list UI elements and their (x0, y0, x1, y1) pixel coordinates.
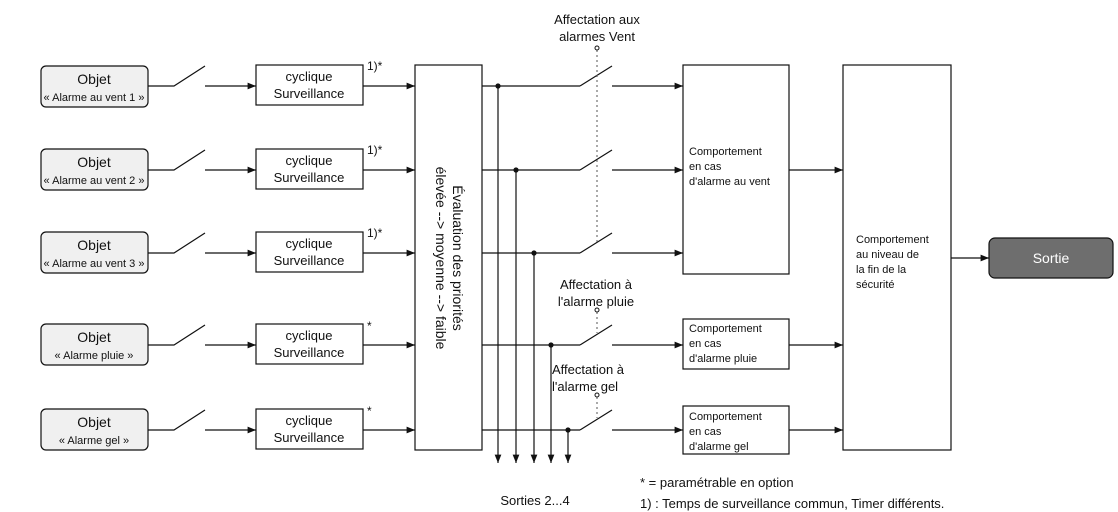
object-box: Objet « Alarme gel » (40, 408, 149, 451)
object-box: Objet « Alarme au vent 1 » (40, 65, 149, 108)
object-box: Objet « Alarme au vent 3 » (40, 231, 149, 274)
outputs-note: Sorties 2...4 (500, 493, 569, 508)
footnote-mark: 1)* (367, 226, 383, 240)
object-box: Objet « Alarme pluie » (40, 323, 149, 366)
assignment-rain-label: Affectation à l'alarme pluie (558, 277, 634, 309)
footnote-optional: * = paramétrable en option (640, 475, 794, 490)
footnote-mark: 1)* (367, 143, 383, 157)
svg-text:Affectation à: Affectation à (552, 362, 625, 377)
svg-text:en cas: en cas (689, 338, 722, 350)
priority-title: Évaluation des priorités (450, 185, 466, 331)
svg-text:alarmes Vent: alarmes Vent (559, 29, 635, 44)
assignment-switches (579, 45, 683, 434)
svg-text:Comportement: Comportement (856, 234, 929, 246)
object-name: « Alarme au vent 3 » (44, 258, 145, 270)
priority-evaluation-box: Évaluation des priorités élevée --> moye… (414, 64, 483, 451)
assignment-wind-label: Affectation aux alarmes Vent (554, 12, 640, 44)
monitor-line2: Surveillance (274, 86, 345, 101)
monitor-line1: cyclique (286, 328, 333, 343)
footnote-timer: 1) : Temps de surveillance commun, Timer… (640, 496, 944, 511)
monitor-to-priority-arrows (363, 82, 415, 434)
object-title: Objet (77, 237, 111, 253)
monitor-line1: cyclique (286, 69, 333, 84)
behavior-security-end-box: Comportement au niveau de la fin de la s… (842, 64, 952, 451)
output-box: Sortie (988, 237, 1114, 279)
svg-text:d'alarme gel: d'alarme gel (689, 441, 749, 453)
svg-text:sécurité: sécurité (856, 279, 895, 291)
svg-text:en cas: en cas (689, 161, 722, 173)
monitor-box: cyclique Surveillance 1)* (255, 143, 383, 190)
svg-text:en cas: en cas (689, 426, 722, 438)
svg-text:Comportement: Comportement (689, 146, 762, 158)
priority-order: élevée --> moyenne --> faible (433, 167, 449, 350)
svg-text:Comportement: Comportement (689, 323, 762, 335)
monitor-line2: Surveillance (274, 253, 345, 268)
object-title: Objet (77, 414, 111, 430)
object-name: « Alarme pluie » (55, 350, 134, 362)
outputs-bus: Sorties 2...4 (494, 83, 572, 508)
input-objects: Objet « Alarme au vent 1 » Objet « Alarm… (40, 65, 149, 451)
footnote-mark: * (367, 404, 372, 418)
monitor-line1: cyclique (286, 236, 333, 251)
svg-text:l'alarme gel: l'alarme gel (552, 379, 618, 394)
object-box: Objet « Alarme au vent 2 » (40, 148, 149, 191)
svg-text:Affectation à: Affectation à (560, 277, 633, 292)
svg-text:d'alarme au vent: d'alarme au vent (689, 176, 770, 188)
footnote-mark: 1)* (367, 59, 383, 73)
object-title: Objet (77, 154, 111, 170)
monitor-line2: Surveillance (274, 430, 345, 445)
behavior-frost-box: Comportement en cas d'alarme gel (682, 405, 790, 455)
object-name: « Alarme au vent 2 » (44, 175, 145, 187)
monitor-line1: cyclique (286, 153, 333, 168)
svg-text:l'alarme pluie: l'alarme pluie (558, 294, 634, 309)
monitor-box: cyclique Surveillance 1)* (255, 59, 383, 106)
object-title: Objet (77, 71, 111, 87)
input-switches (148, 65, 256, 434)
svg-text:d'alarme pluie: d'alarme pluie (689, 353, 757, 365)
monitor-line2: Surveillance (274, 345, 345, 360)
monitor-boxes: cyclique Surveillance 1)* cyclique Surve… (255, 59, 383, 450)
svg-text:Comportement: Comportement (689, 411, 762, 423)
object-name: « Alarme au vent 1 » (44, 92, 145, 104)
svg-text:Affectation aux: Affectation aux (554, 12, 640, 27)
footnotes: * = paramétrable en option 1) : Temps de… (640, 475, 944, 511)
output-label: Sortie (1033, 250, 1070, 266)
monitor-box: cyclique Surveillance * (255, 319, 372, 365)
object-name: « Alarme gel » (59, 435, 129, 447)
assignment-frost-label: Affectation à l'alarme gel (552, 362, 625, 394)
monitor-line1: cyclique (286, 413, 333, 428)
monitor-box: cyclique Surveillance * (255, 404, 372, 450)
monitor-line2: Surveillance (274, 170, 345, 185)
object-title: Objet (77, 329, 111, 345)
monitor-box: cyclique Surveillance 1)* (255, 226, 383, 273)
behavior-rain-box: Comportement en cas d'alarme pluie (682, 318, 790, 370)
footnote-mark: * (367, 319, 372, 333)
svg-text:au niveau de: au niveau de (856, 249, 919, 261)
behavior-wind-box: Comportement en cas d'alarme au vent (682, 64, 790, 275)
svg-text:la fin de la: la fin de la (856, 264, 907, 276)
behavior-to-security-arrows (789, 166, 843, 434)
